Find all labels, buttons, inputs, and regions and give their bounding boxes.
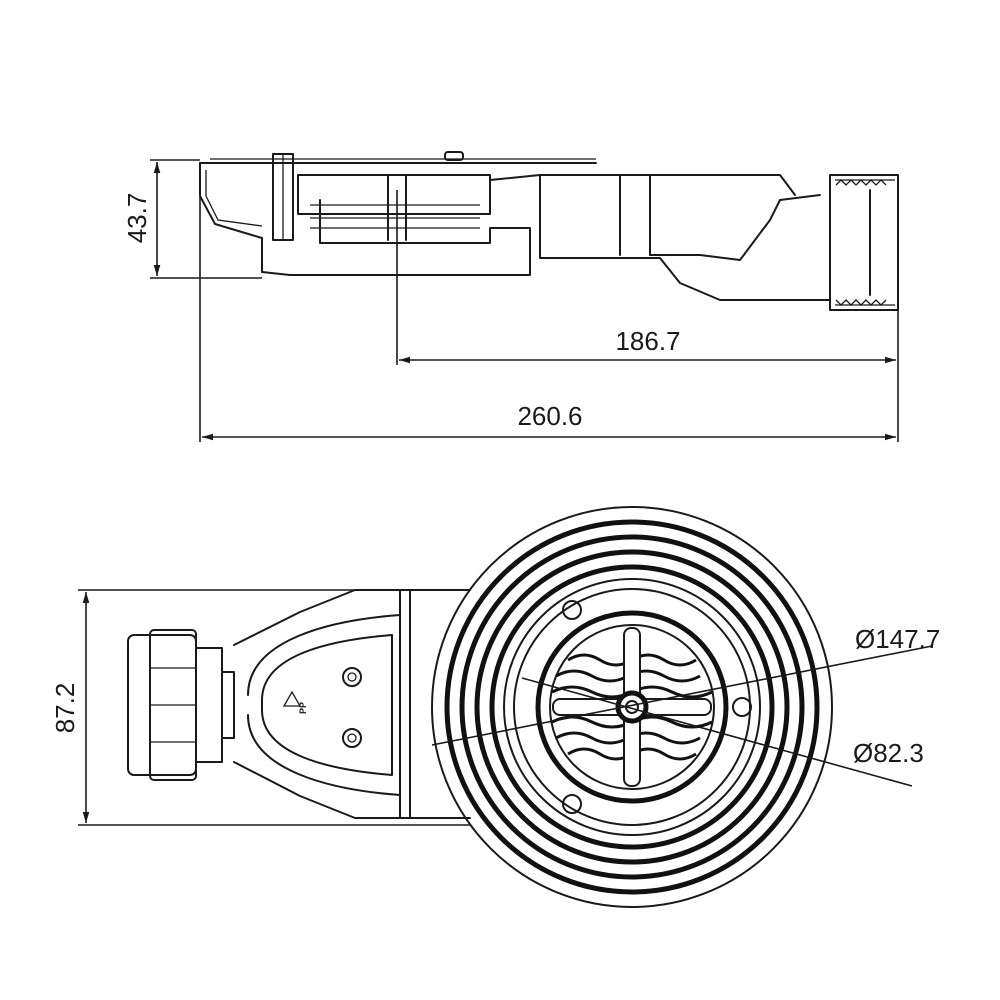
side-view [199,151,899,311]
dimension-height-top: 87.2 [50,589,470,826]
dim-label-186-7: 186.7 [615,326,680,356]
boss-top [342,667,362,687]
dimension-total-length: 260.6 [199,196,899,442]
top-view: PP [127,506,833,908]
screw-hole-1 [562,600,582,620]
drain-grate [535,610,729,804]
drain-outer-rim [431,506,833,908]
dim-label-260-6: 260.6 [517,401,582,431]
dim-label-147-7: Ø147.7 [855,624,940,654]
dim-label-87-2: 87.2 [50,683,80,734]
dimension-height-side: 43.7 [122,159,262,279]
dimension-outer-diameter: Ø147.7 [431,624,940,746]
outlet-nut [829,174,899,311]
screw-hole-2 [732,697,752,717]
recycle-icon [282,690,302,707]
dimension-inner-diameter: Ø82.3 [521,677,924,787]
dimension-outlet-offset: 186.7 [396,190,899,365]
dim-label-43-7: 43.7 [122,193,152,244]
boss-bottom [342,728,362,748]
material-mark: PP [298,702,308,714]
dim-label-82-3: Ø82.3 [853,738,924,768]
screw-hole-3 [562,794,582,814]
cover-knob [444,151,464,161]
